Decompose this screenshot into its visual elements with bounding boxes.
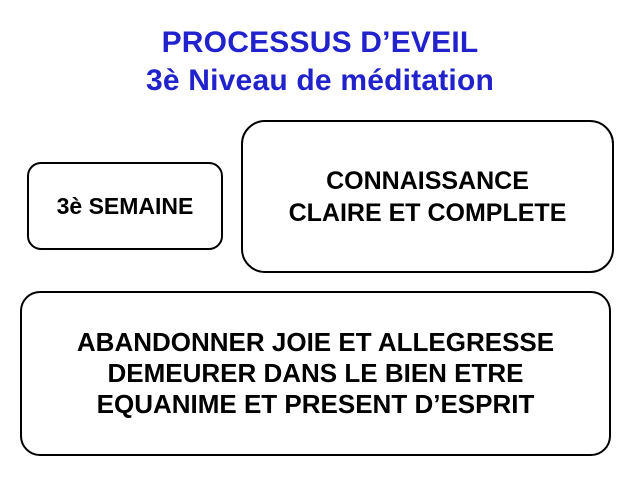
- box-abandonner-line-2: DEMEURER DANS LE BIEN ETRE: [107, 357, 524, 388]
- box-semaine: 3è SEMAINE: [27, 162, 223, 250]
- box-abandonner-line-3: EQUANIME ET PRESENT D’ESPRIT: [96, 389, 535, 420]
- slide-title-line-2: 3è Niveau de méditation: [145, 64, 495, 98]
- box-abandonner-text: ABANDONNER JOIE ET ALLEGRESSE DEMEURER D…: [22, 327, 609, 421]
- box-connaissance: CONNAISSANCE CLAIRE ET COMPLETE: [241, 120, 614, 273]
- box-semaine-text: 3è SEMAINE: [29, 193, 221, 220]
- box-connaissance-text: CONNAISSANCE CLAIRE ET COMPLETE: [243, 165, 612, 229]
- box-connaissance-line-1: CONNAISSANCE: [326, 166, 529, 195]
- box-abandonner-line-1: ABANDONNER JOIE ET ALLEGRESSE: [76, 326, 555, 357]
- slide-title: PROCESSUS D’EVEIL 3è Niveau de méditatio…: [0, 24, 640, 100]
- box-connaissance-line-2: CLAIRE ET COMPLETE: [288, 198, 567, 227]
- slide-title-line-1: PROCESSUS D’EVEIL: [161, 26, 479, 59]
- box-semaine-line-1: 3è SEMAINE: [56, 192, 194, 219]
- box-abandonner: ABANDONNER JOIE ET ALLEGRESSE DEMEURER D…: [20, 291, 611, 456]
